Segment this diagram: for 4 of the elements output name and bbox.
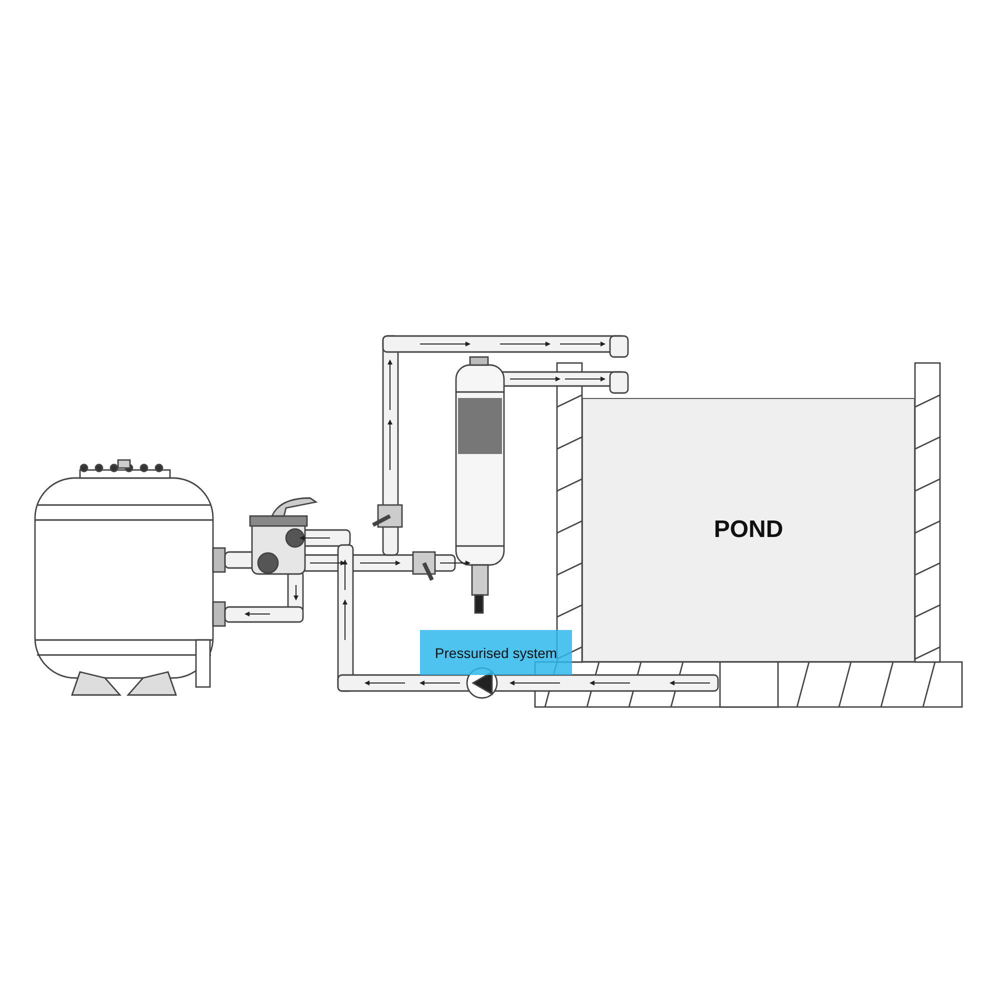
node-label: POND [714, 516, 784, 544]
pond-basin [582, 398, 915, 662]
node-label: Pressurised system [434, 644, 558, 660]
label-box [420, 630, 572, 675]
